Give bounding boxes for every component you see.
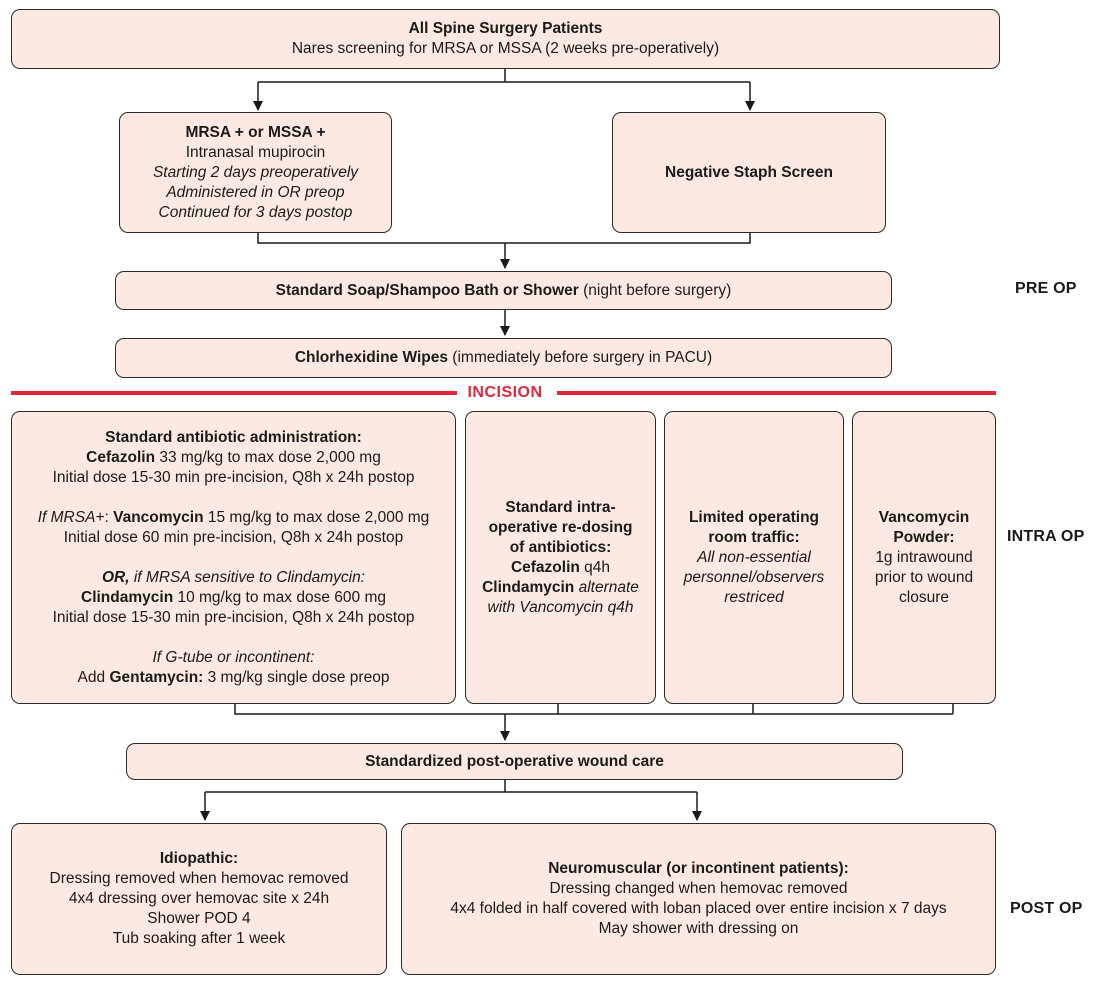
cefazolin-drug: Cefazolin <box>86 448 156 466</box>
neuromuscular-line-2: 4x4 folded in half covered with loban pl… <box>450 900 947 917</box>
phase-label-post-op: POST OP <box>1010 900 1083 917</box>
neuromuscular-box: Neuromuscular (or incontinent patients):… <box>401 823 996 975</box>
mrsa-colon: : <box>104 508 114 526</box>
phase-label-pre-op: PRE OP <box>1015 280 1077 297</box>
clindamycin-condition: if MRSA sensitive to Clindamycin: <box>129 568 365 586</box>
vancomycin-initial-dose: Initial dose 60 min pre-incision, Q8h x … <box>63 528 404 546</box>
room-traffic-line-3: restriced <box>724 588 784 606</box>
wipes-title: Chlorhexidine Wipes <box>294 349 448 366</box>
negative-screen-box: Negative Staph Screen <box>612 112 886 233</box>
powder-title-1: Vancomycin <box>878 508 970 526</box>
nares-screening-text: Nares screening for MRSA or MSSA (2 week… <box>291 40 720 57</box>
all-patients-box: All Spine Surgery Patients Nares screeni… <box>11 9 1000 69</box>
phase-label-intra-op: INTRA OP <box>1007 528 1085 545</box>
redosing-alternate: alternate <box>574 578 639 596</box>
redosing-cefazolin-freq: q4h <box>579 558 611 576</box>
incision-line-left <box>11 391 457 395</box>
cefazolin-dose: 33 mg/kg to max dose 2,000 mg <box>155 448 381 466</box>
neuromuscular-line-1: Dressing changed when hemovac removed <box>549 880 848 897</box>
powder-title-2: Powder: <box>893 528 955 546</box>
redosing-title-3: of antibiotics: <box>509 538 612 556</box>
idiopathic-line-4: Tub soaking after 1 week <box>112 930 286 947</box>
connector-merge-bath <box>257 233 751 244</box>
redosing-vancomycin: with Vancomycin q4h <box>487 598 634 616</box>
wound-care-box: Standardized post-operative wound care <box>126 743 903 780</box>
all-patients-title: All Spine Surgery Patients <box>408 20 603 37</box>
idiopathic-box: Idiopathic: Dressing removed when hemova… <box>11 823 387 975</box>
gentamycin-drug: Gentamycin: <box>109 668 204 686</box>
mrsa-positive-box: MRSA + or MSSA + Intranasal mupirocin St… <box>119 112 392 233</box>
idiopathic-line-2: 4x4 dressing over hemovac site x 24h <box>68 890 330 907</box>
antibiotic-admin-title: Standard antibiotic administration: <box>105 428 362 446</box>
idiopathic-line-1: Dressing removed when hemovac removed <box>49 870 349 887</box>
gentamycin-dose: 3 mg/kg single dose preop <box>203 668 390 686</box>
cefazolin-initial-dose: Initial dose 15-30 min pre-incision, Q8h… <box>52 468 415 486</box>
room-traffic-title-1: Limited operating <box>688 508 820 526</box>
idiopathic-line-3: Shower POD 4 <box>147 910 251 927</box>
wipes-timing: (immediately before surgery in PACU) <box>448 349 713 366</box>
vancomycin-powder-box: Vancomycin Powder: 1g intrawound prior t… <box>852 411 996 704</box>
vancomycin-dose: 15 mg/kg to max dose 2,000 mg <box>203 508 430 526</box>
vancomycin-drug: Vancomycin <box>113 508 204 526</box>
or-label: OR, <box>101 568 130 586</box>
powder-line-3: closure <box>899 588 949 606</box>
room-traffic-box: Limited operating room traffic: All non-… <box>664 411 844 704</box>
mrsa-positive-title: MRSA + or MSSA + <box>185 123 326 141</box>
wound-care-title: Standardized post-operative wound care <box>365 752 664 770</box>
redosing-clindamycin: Clindamycin <box>482 578 575 596</box>
mupirocin-continued-text: Continued for 3 days postop <box>158 203 353 221</box>
incision-label: INCISION <box>467 384 543 401</box>
negative-screen-title: Negative Staph Screen <box>665 163 833 181</box>
redosing-cefazolin: Cefazolin <box>510 558 580 576</box>
bath-timing: (night before surgery) <box>578 281 732 299</box>
mupirocin-text: Intranasal mupirocin <box>185 143 326 161</box>
idiopathic-title: Idiopathic: <box>159 850 239 867</box>
powder-line-2: prior to wound <box>874 568 974 586</box>
neuromuscular-line-3: May shower with dressing on <box>598 920 799 937</box>
connector-merge-intraop <box>234 704 954 715</box>
gentamycin-prefix: Add <box>77 668 110 686</box>
powder-line-1: 1g intrawound <box>875 548 973 566</box>
clindamycin-dose: 10 mg/kg to max dose 600 mg <box>173 588 386 606</box>
mupirocin-start-text: Starting 2 days preoperatively <box>152 163 359 181</box>
mupirocin-or-text: Administered in OR preop <box>166 183 345 201</box>
clindamycin-initial-dose: Initial dose 15-30 min pre-incision, Q8h… <box>52 608 415 626</box>
redosing-title-2: operative re-dosing <box>488 518 633 536</box>
bath-title: Standard Soap/Shampoo Bath or Shower <box>275 281 579 299</box>
connector-post-split <box>205 780 697 793</box>
neuromuscular-title: Neuromuscular (or incontinent patients): <box>548 860 849 877</box>
connector-top-split <box>258 69 750 83</box>
redosing-box: Standard intra- operative re-dosing of a… <box>465 411 656 704</box>
bath-box: Standard Soap/Shampoo Bath or Shower (ni… <box>115 271 892 310</box>
redosing-title-1: Standard intra- <box>505 498 616 516</box>
clindamycin-drug: Clindamycin <box>81 588 174 606</box>
room-traffic-title-2: room traffic: <box>708 528 800 546</box>
mrsa-condition: If MRSA+ <box>37 508 105 526</box>
incision-line-right <box>557 391 996 395</box>
room-traffic-line-2: personnel/observers <box>683 568 825 586</box>
gtube-condition: If G-tube or incontinent: <box>152 648 315 666</box>
room-traffic-line-1: All non-essential <box>697 548 811 566</box>
antibiotic-admin-box: Standard antibiotic administration: Cefa… <box>11 411 456 704</box>
wipes-box: Chlorhexidine Wipes (immediately before … <box>115 338 892 378</box>
